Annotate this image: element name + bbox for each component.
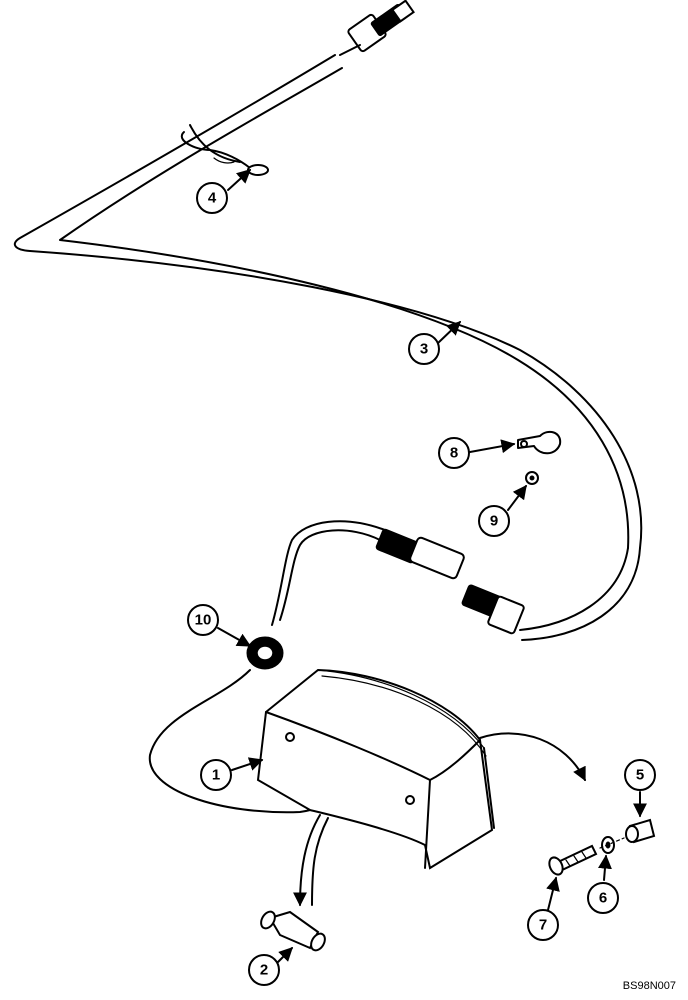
callout-5: 5 — [624, 759, 656, 791]
callout-label: 9 — [490, 513, 498, 530]
callout-label: 5 — [636, 767, 644, 784]
middle-connector — [271, 520, 525, 635]
callout-label: 6 — [599, 890, 607, 907]
clamp — [517, 430, 562, 455]
assembly-arrow-right — [479, 732, 586, 782]
callout-10: 10 — [187, 604, 219, 636]
callout-8: 8 — [438, 437, 470, 469]
top-connector — [339, 0, 415, 56]
drawing-code: BS98N007 — [622, 980, 676, 992]
bulb — [260, 910, 326, 952]
callout-label: 10 — [195, 612, 212, 629]
callout-7: 7 — [527, 909, 559, 941]
callout-label: 7 — [539, 917, 547, 934]
callout-label: 1 — [212, 767, 220, 784]
callout-label: 3 — [420, 341, 428, 358]
callout-label: 8 — [450, 445, 458, 462]
leader-lines — [217, 169, 647, 963]
lamp-housing — [256, 668, 495, 870]
callout-label: 2 — [260, 962, 268, 979]
callout-3: 3 — [408, 333, 440, 365]
assembly-arrow-bulb — [293, 814, 321, 907]
wire-harness — [13, 54, 643, 641]
nut-insert — [599, 818, 656, 849]
callout-4: 4 — [196, 182, 228, 214]
callout-2: 2 — [248, 954, 280, 986]
screw — [548, 844, 598, 876]
callout-9: 9 — [478, 505, 510, 537]
callout-1: 1 — [200, 759, 232, 791]
cable-tie — [180, 124, 269, 176]
callout-label: 4 — [208, 190, 217, 207]
callout-6: 6 — [587, 882, 619, 914]
nut — [525, 471, 539, 485]
